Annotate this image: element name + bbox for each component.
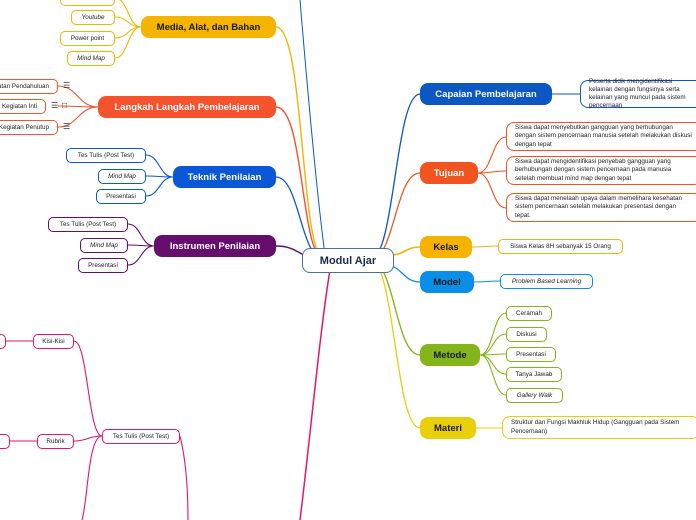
langkah-item-pendahuluan[interactable]: Kegiatan Pendahuluan: [0, 79, 58, 94]
notes-icon[interactable]: ☰: [63, 122, 71, 131]
metode-item-gallery-walk[interactable]: Gallery Walk: [506, 388, 563, 403]
link-root-media: [275, 26, 326, 261]
link-media-0: [119, 0, 142, 28]
link-langkah-2: [57, 106, 99, 128]
link-root-pink: [299, 269, 331, 520]
topic-model[interactable]: Model: [420, 271, 474, 293]
link-root-top: [299, 0, 326, 256]
tes-tulis-post-test[interactable]: Tes Tulis (Post Test): [102, 429, 180, 444]
topic-langkah-pembelajaran[interactable]: Langkah Langkah Pembelajaran: [98, 96, 276, 118]
topic-kelas[interactable]: Kelas: [420, 236, 472, 258]
teknik-item-tes-tulis[interactable]: Tes Tulis (Post Test): [66, 148, 146, 163]
topic-instrumen-penilaian[interactable]: Instrumen Penilaian: [154, 235, 276, 257]
topic-media-alat-bahan[interactable]: Media, Alat, dan Bahan: [141, 16, 276, 38]
link-instrumen-0: [127, 223, 155, 247]
tujuan-item-1[interactable]: Siswa dapat menyebutkan gangguan yang be…: [506, 122, 696, 151]
link-tes-more: [81, 435, 103, 520]
link-pink-tes: [179, 435, 189, 520]
tujuan-item-2[interactable]: Siswa dapat mengidentifikasi penyebab ga…: [506, 156, 696, 185]
link-model-detail: [473, 280, 501, 283]
teknik-item-mind-map[interactable]: Mind Map: [98, 169, 146, 184]
link-media-3: [114, 26, 142, 59]
link-instrumen-2: [127, 245, 155, 266]
link-root-capaian: [369, 93, 421, 261]
kisi-kisi-child-partial[interactable]: [0, 334, 6, 349]
link-metode-1: [479, 333, 507, 356]
link-tes-kisi: [73, 340, 103, 437]
topic-tujuan[interactable]: Tujuan: [420, 162, 478, 184]
notes-icon[interactable]: ☰: [51, 101, 59, 110]
metode-item-ceramah[interactable]: Ceramah: [506, 306, 552, 321]
link-root-materi: [369, 259, 421, 429]
metode-item-tanya-jawab[interactable]: Tanya Jawab: [506, 367, 562, 382]
link-kelas-detail: [471, 245, 499, 248]
capaian-detail[interactable]: Peserta didik mengidentifikasi kelainan …: [580, 78, 696, 109]
link-metode-0: [479, 312, 507, 356]
link-metode-4: [479, 354, 507, 396]
teknik-item-presentasi[interactable]: Presentasi: [96, 189, 146, 204]
media-item-top-partial[interactable]: [60, 0, 115, 6]
topic-teknik-penilaian[interactable]: Teknik Penilaian: [173, 166, 276, 188]
langkah-item-inti[interactable]: Kegiatan Inti: [0, 99, 46, 114]
link-tujuan-1: [477, 170, 507, 174]
tes-item-rubrik[interactable]: Rubrik: [37, 434, 74, 449]
kelas-detail[interactable]: Siswa Kelas 8H sebanyak 15 Orang: [498, 239, 623, 254]
rubrik-child-partial[interactable]: [0, 434, 10, 449]
link-langkah-0: [57, 85, 99, 108]
model-detail[interactable]: Problem Based Learning: [500, 274, 593, 289]
instrumen-item-tes-tulis[interactable]: Tes Tulis (Post Test): [48, 217, 128, 232]
link-tujuan-2: [477, 172, 507, 209]
instrumen-item-mind-map[interactable]: Mind Map: [80, 238, 128, 253]
materi-detail[interactable]: Struktur dan Fungsi Makhluk Hidup (Gangg…: [502, 416, 696, 439]
notes-icon[interactable]: ☰: [63, 81, 71, 90]
link-teknik-0: [145, 154, 174, 178]
topic-capaian-pembelajaran[interactable]: Capaian Pembelajaran: [420, 83, 552, 105]
metode-item-diskusi[interactable]: Diskusi: [506, 327, 547, 342]
tes-item-kisi-kisi[interactable]: Kisi-Kisi: [33, 334, 74, 349]
topic-materi[interactable]: Materi: [420, 417, 476, 439]
media-item-power-point[interactable]: Power point: [60, 31, 115, 46]
topic-metode[interactable]: Metode: [420, 344, 480, 366]
link-tes-rubrik: [73, 435, 103, 442]
media-item-youtube[interactable]: Youtube: [71, 10, 115, 25]
metode-item-presentasi[interactable]: Presentasi: [506, 347, 556, 362]
link-tujuan-0: [477, 136, 507, 174]
link-icon[interactable]: □: [62, 100, 68, 110]
media-item-mind-map[interactable]: Mind Map: [67, 51, 115, 66]
link-teknik-2: [145, 176, 174, 197]
root-node-modul-ajar[interactable]: Modul Ajar: [302, 248, 394, 273]
link-root-tujuan: [369, 172, 421, 261]
instrumen-item-presentasi[interactable]: Presentasi: [78, 258, 128, 273]
langkah-item-penutup[interactable]: Kegiatan Penutup: [0, 120, 58, 135]
tujuan-item-3[interactable]: Siswa dapat menelaah upaya dalam memelih…: [506, 193, 696, 222]
link-root-kelas: [389, 246, 421, 256]
link-metode-3: [479, 354, 507, 375]
